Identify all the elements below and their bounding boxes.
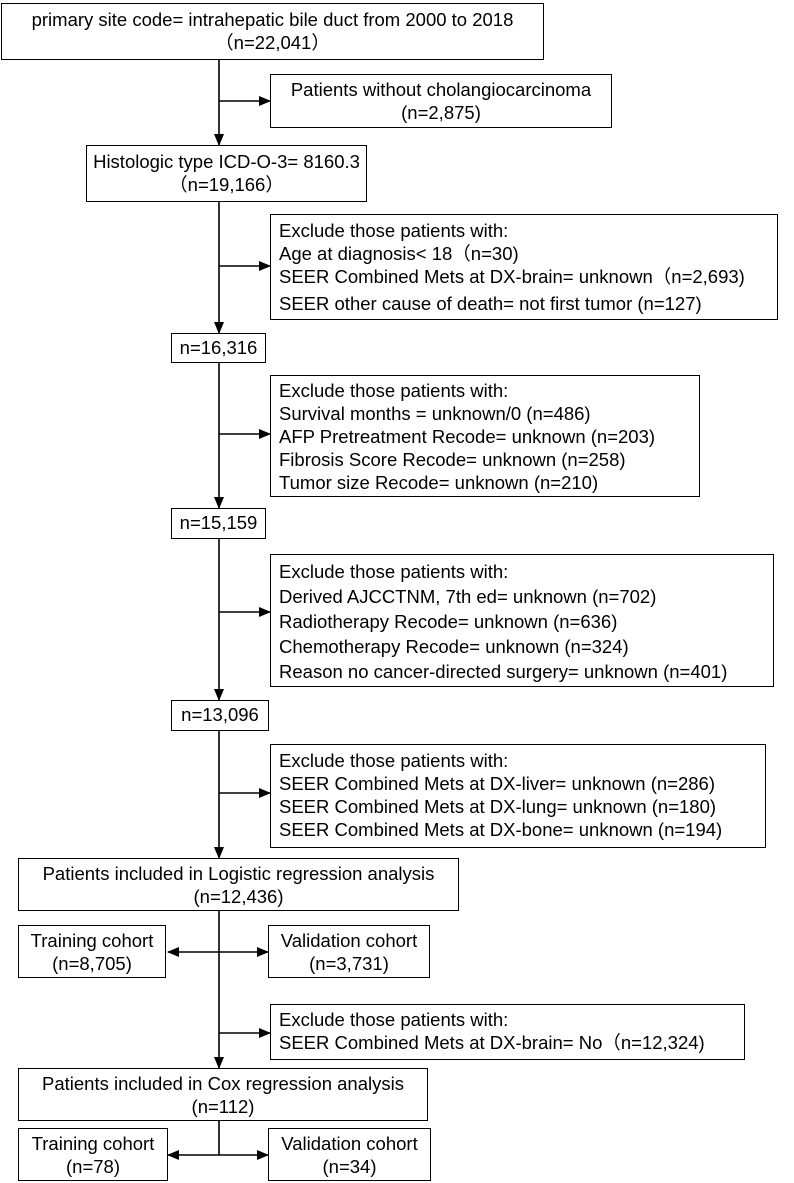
cox-box: Patients included in Cox regression anal… bbox=[18, 1068, 428, 1121]
training-cohort-box-2: Training cohort (n=78) bbox=[18, 1128, 168, 1181]
exclusion-3-criterion: Reason no cancer-directed surgery= unkno… bbox=[279, 661, 728, 682]
training-cohort-1-count: (n=8,705) bbox=[52, 953, 132, 974]
count-box-16316: n=16,316 bbox=[171, 333, 266, 363]
no-cholangio-count: (n=2,875) bbox=[401, 102, 481, 123]
validation-cohort-box-1: Validation cohort (n=3,731) bbox=[268, 925, 430, 978]
exclusion-1-criterion: SEER Combined Mets at DX-brain= unknown（… bbox=[279, 266, 745, 287]
exclusion-4-criterion: SEER Combined Mets at DX-liver= unknown … bbox=[279, 773, 715, 794]
exclusion-1-heading: Exclude those patients with: bbox=[279, 220, 509, 241]
logistic-title: Patients included in Logistic regression… bbox=[42, 863, 435, 884]
exclusion-3-criterion: Chemotherapy Recode= unknown (n=324) bbox=[279, 636, 629, 657]
count-box-13096: n=13,096 bbox=[171, 700, 269, 731]
exclusion-3-criterion: Derived AJCCTNM, 7th ed= unknown (n=702) bbox=[279, 586, 657, 607]
histologic-count: （n=19,166） bbox=[169, 174, 284, 195]
no-cholangio-box: Patients without cholangiocarcinoma (n=2… bbox=[270, 74, 612, 128]
start-box: primary site code= intrahepatic bile duc… bbox=[1, 3, 544, 60]
exclusion-1-criterion: SEER other cause of death= not first tum… bbox=[279, 293, 702, 314]
validation-cohort-1-title: Validation cohort bbox=[280, 930, 418, 951]
exclusion-2-heading: Exclude those patients with: bbox=[279, 380, 509, 401]
start-title: primary site code= intrahepatic bile duc… bbox=[31, 9, 514, 30]
no-cholangio-title: Patients without cholangiocarcinoma bbox=[290, 79, 592, 100]
exclusion-3-heading: Exclude those patients with: bbox=[279, 561, 509, 582]
validation-cohort-1-count: (n=3,731) bbox=[309, 953, 389, 974]
training-cohort-2-title: Training cohort bbox=[31, 1133, 155, 1154]
exclusion-3-criterion: Radiotherapy Recode= unknown (n=636) bbox=[279, 611, 618, 632]
exclusion-box-1: Exclude those patients with: Age at diag… bbox=[270, 214, 778, 320]
exclusion-4-criterion: SEER Combined Mets at DX-bone= unknown (… bbox=[279, 819, 723, 840]
exclusion-box-5: Exclude those patients with: SEER Combin… bbox=[270, 1004, 745, 1060]
exclusion-box-3: Exclude those patients with: Derived AJC… bbox=[270, 554, 774, 687]
validation-cohort-2-title: Validation cohort bbox=[281, 1133, 418, 1154]
count-13096: n=13,096 bbox=[181, 704, 259, 725]
histologic-box: Histologic type ICD-O-3= 8160.3 （n=19,16… bbox=[86, 145, 367, 202]
exclusion-1-criterion: Age at diagnosis< 18（n=30) bbox=[279, 243, 519, 264]
cox-count: (n=112) bbox=[191, 1096, 255, 1117]
training-cohort-2-count: (n=78) bbox=[66, 1156, 120, 1177]
validation-cohort-box-2: Validation cohort (n=34) bbox=[268, 1128, 431, 1181]
count-16316: n=16,316 bbox=[179, 337, 258, 358]
cox-title: Patients included in Cox regression anal… bbox=[42, 1073, 404, 1094]
exclusion-2-criterion: AFP Pretreatment Recode= unknown (n=203) bbox=[279, 426, 656, 447]
training-cohort-1-title: Training cohort bbox=[30, 930, 154, 951]
training-cohort-box-1: Training cohort (n=8,705) bbox=[18, 925, 166, 978]
exclusion-4-heading: Exclude those patients with: bbox=[279, 750, 509, 771]
histologic-title: Histologic type ICD-O-3= 8160.3 bbox=[93, 151, 360, 172]
exclusion-4-criterion: SEER Combined Mets at DX-lung= unknown (… bbox=[279, 796, 717, 817]
logistic-box: Patients included in Logistic regression… bbox=[18, 858, 459, 911]
exclusion-5-heading: Exclude those patients with: bbox=[279, 1009, 509, 1030]
exclusion-box-2: Exclude those patients with: Survival mo… bbox=[270, 375, 700, 497]
exclusion-2-criterion: Survival months = unknown/0 (n=486) bbox=[279, 403, 591, 424]
start-count: （n=22,041） bbox=[215, 32, 330, 53]
exclusion-5-criterion: SEER Combined Mets at DX-brain= No（n=12,… bbox=[279, 1032, 705, 1053]
exclusion-2-criterion: Tumor size Recode= unknown (n=210) bbox=[279, 472, 599, 493]
exclusion-2-criterion: Fibrosis Score Recode= unknown (n=258) bbox=[279, 449, 626, 470]
validation-cohort-2-count: (n=34) bbox=[322, 1156, 377, 1177]
count-15159: n=15,159 bbox=[179, 512, 258, 533]
exclusion-box-4: Exclude those patients with: SEER Combin… bbox=[270, 744, 766, 848]
logistic-count: (n=12,436) bbox=[193, 886, 284, 907]
count-box-15159: n=15,159 bbox=[171, 508, 266, 539]
